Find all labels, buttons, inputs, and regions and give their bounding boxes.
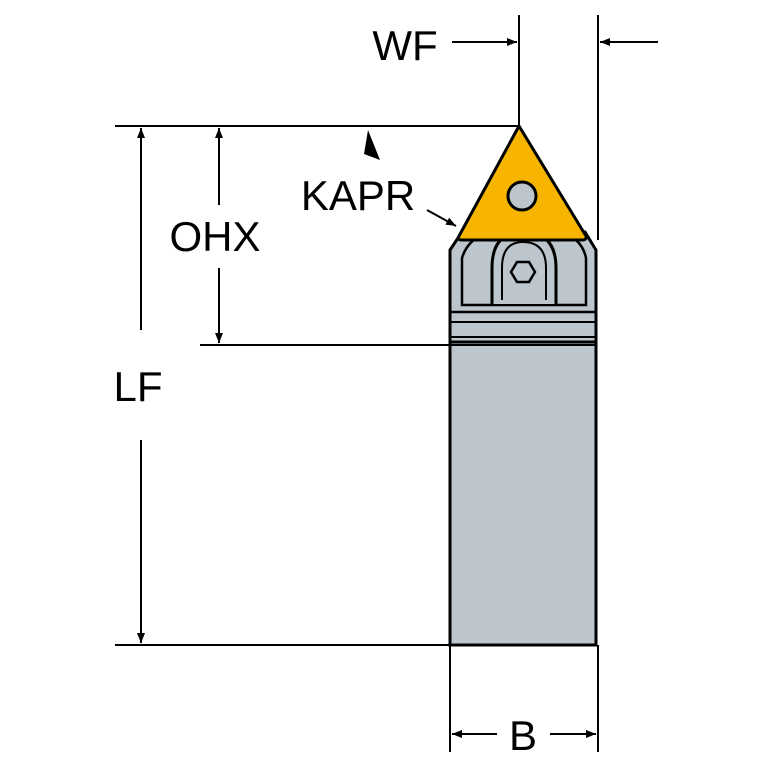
insert — [456, 124, 588, 242]
label-kapr: KAPR — [301, 172, 415, 219]
label-wf: WF — [372, 22, 437, 69]
label-ohx: OHX — [169, 213, 260, 260]
center-pin-icon — [506, 180, 538, 212]
dimension-arrows — [137, 38, 658, 738]
extension-lines — [115, 15, 599, 752]
kapr-leader-arrow — [426, 209, 457, 227]
kapr-angle-arrow-icon — [364, 130, 380, 160]
holder-body — [448, 230, 598, 647]
dimension-labels: WF KAPR OHX LF B — [113, 22, 537, 759]
holder-shank — [448, 340, 598, 647]
label-b: B — [509, 712, 537, 759]
clamp-inner-arch — [501, 240, 547, 300]
hexagon-socket-screw-icon — [509, 260, 537, 284]
label-lf: LF — [113, 363, 162, 410]
